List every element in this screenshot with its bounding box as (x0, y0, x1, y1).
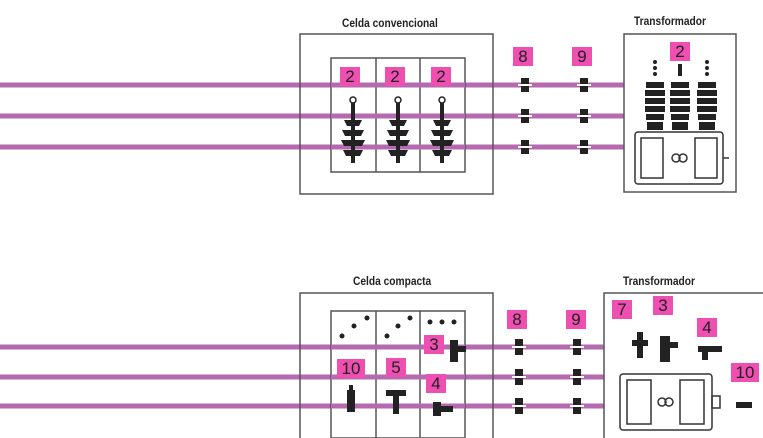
label-badge: 9 (566, 310, 586, 329)
label-badge: 8 (513, 47, 533, 66)
label-badge: 8 (507, 310, 527, 329)
label-badge: 2 (340, 67, 360, 86)
connector-icons-compact (347, 340, 466, 416)
conventional-cell-title: Celda convencional (342, 16, 438, 30)
transformer-title-top: Transformador (634, 14, 706, 28)
splice-column-8 (518, 78, 532, 154)
compact-cell-bushings (339, 315, 457, 339)
label-badge: 4 (697, 318, 717, 337)
termination-icon (341, 96, 454, 163)
transformer-bushings-top (645, 60, 717, 130)
splice-column-9 (577, 78, 591, 154)
transformer-body-top (634, 131, 729, 185)
label-badge: 3 (653, 296, 673, 315)
top-cables (0, 82, 640, 150)
label-badge: 4 (426, 374, 446, 393)
transformer-accessories-bottom (632, 332, 752, 408)
transformer-body-bottom (619, 373, 721, 431)
splice-column-8-bottom (512, 339, 526, 414)
compact-cell-box (299, 292, 494, 438)
transformer-title-bottom: Transformador (623, 274, 695, 288)
label-badge: 5 (386, 358, 406, 377)
label-badge: 7 (612, 300, 632, 319)
label-badge: 2 (431, 67, 451, 86)
label-badge: 10 (731, 363, 759, 382)
label-badge: 3 (424, 335, 444, 354)
label-badge: 2 (385, 67, 405, 86)
conventional-cell-box (299, 33, 494, 195)
label-badge: 9 (572, 47, 592, 66)
splice-column-9-bottom (570, 339, 584, 414)
label-badge: 10 (337, 359, 365, 378)
label-badge: 2 (670, 42, 690, 61)
compact-cell-title: Celda compacta (353, 274, 432, 288)
